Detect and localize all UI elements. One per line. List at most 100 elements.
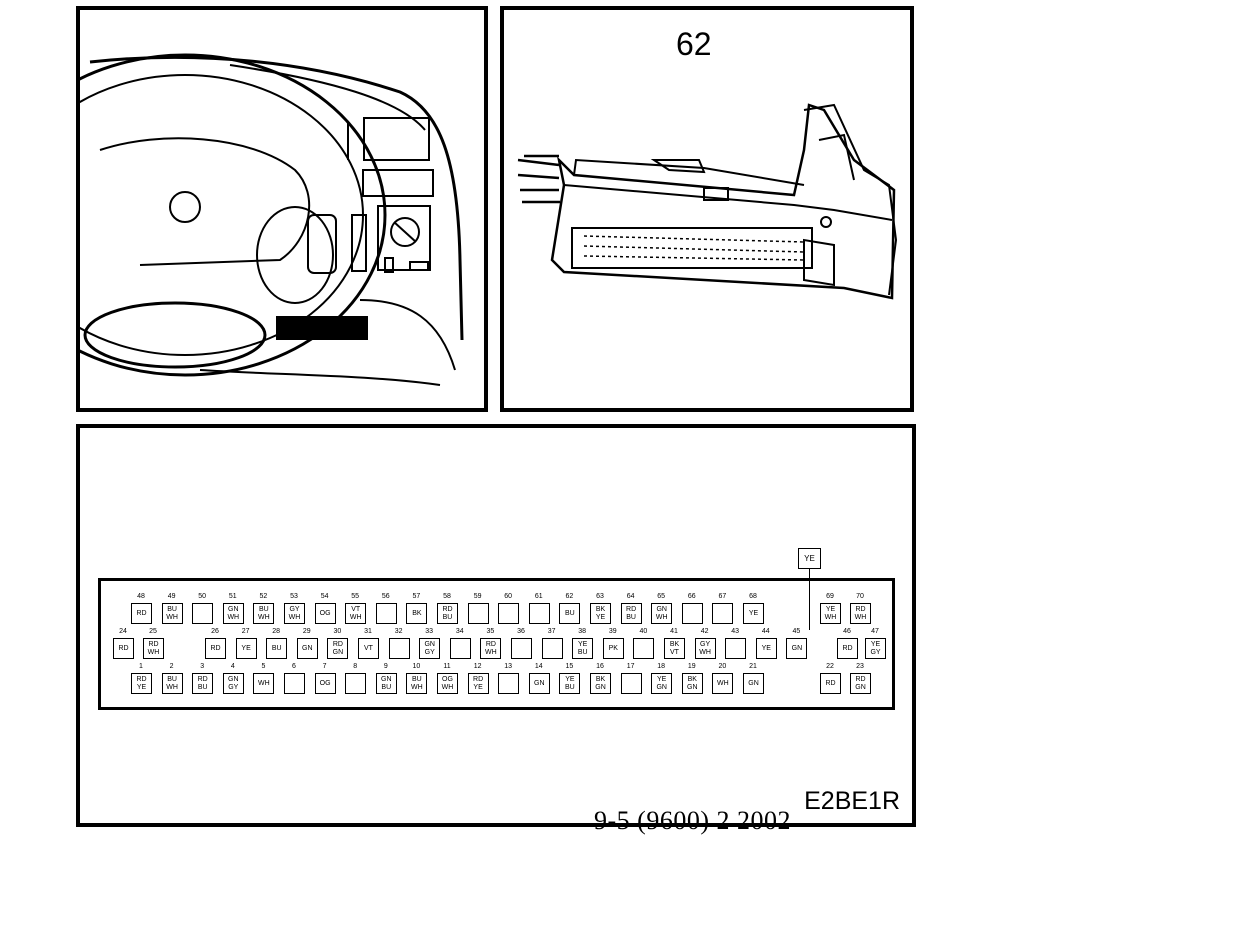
pin-wire-color: GN xyxy=(424,640,435,648)
pin-39: PK xyxy=(602,638,624,659)
highlight-bar xyxy=(276,316,368,340)
pin-number: 67 xyxy=(718,593,727,600)
pin-17 xyxy=(620,673,642,694)
pin-66 xyxy=(681,603,703,624)
pin-number: 60 xyxy=(504,593,513,600)
pin-number: 33 xyxy=(425,628,434,635)
pin-number: 36 xyxy=(517,628,525,635)
pin-number: 43 xyxy=(731,628,740,635)
pin-wire-color: WH xyxy=(288,613,301,621)
pin-wire-color: RD xyxy=(210,644,221,652)
pin-number: 12 xyxy=(473,663,482,670)
pin-number: 7 xyxy=(322,663,327,670)
pin-wire-color: VT xyxy=(670,648,679,656)
pin-26: RD xyxy=(205,638,226,659)
pin-wire-color: WH xyxy=(655,613,668,621)
pin-number: 54 xyxy=(320,593,329,600)
pin-wire-color: RD xyxy=(473,675,484,683)
pin-wire-color: BK xyxy=(687,675,697,683)
pin-number: 6 xyxy=(292,663,296,670)
pin-wire-color: BU xyxy=(626,613,636,621)
callout-leader xyxy=(809,569,810,630)
pin-number: 52 xyxy=(259,593,268,600)
pin-wire-color: RD xyxy=(442,605,453,613)
pin-60 xyxy=(498,603,520,624)
pin-28: BU xyxy=(266,638,288,659)
pin-number: 3 xyxy=(200,663,205,670)
pin-wire-color: PK xyxy=(608,644,618,652)
pin-number: 9 xyxy=(383,663,388,670)
pin-number: 1 xyxy=(139,663,143,670)
pin-32 xyxy=(388,638,410,659)
pin-wire-color: WH xyxy=(258,679,270,687)
pin-31: VT xyxy=(358,638,379,659)
pin-wire-color: BU xyxy=(577,648,588,656)
pin-wire-color: WH xyxy=(411,683,423,691)
pin-wire-color: BU xyxy=(271,644,282,652)
pin-wire-color: BU xyxy=(565,609,575,617)
pin-number: 27 xyxy=(241,628,250,635)
pin-wire-color: GN xyxy=(687,683,698,691)
pin-number: 46 xyxy=(843,628,851,635)
pin-36 xyxy=(511,638,532,659)
pin-56 xyxy=(375,603,397,624)
pin-number: 34 xyxy=(455,628,464,635)
connector-illustration xyxy=(517,103,898,300)
pin-wire-color: GN xyxy=(534,679,545,687)
pin-number: 58 xyxy=(443,593,451,600)
pin-wire-color: BK xyxy=(595,605,606,613)
pin-wire-color: GN xyxy=(748,679,759,687)
pin-number: 59 xyxy=(473,593,482,600)
pin-number: 23 xyxy=(856,663,864,670)
pin-wire-color: YE xyxy=(241,644,251,652)
pin-wire-color: WH xyxy=(824,613,837,621)
pin-wire-color: GN xyxy=(855,683,866,691)
pin-wire-color: WH xyxy=(258,613,270,621)
pin-number: 53 xyxy=(290,593,298,600)
pin-wire-color: YE xyxy=(870,640,881,648)
pin-44: YE xyxy=(755,638,777,659)
pin-number: 63 xyxy=(596,593,604,600)
pin-number: 18 xyxy=(657,663,666,670)
pin-43 xyxy=(725,638,747,659)
pin-48: RD xyxy=(131,603,152,624)
pin-number: 37 xyxy=(547,628,556,635)
pin-46: RD xyxy=(837,638,858,659)
pin-wire-color: RD xyxy=(855,675,866,683)
pin-wire-color: BU xyxy=(197,683,208,691)
pin-61 xyxy=(528,603,550,624)
pin-number: 26 xyxy=(211,628,219,635)
pin-number: 8 xyxy=(353,663,358,670)
pin-37 xyxy=(541,638,563,659)
pin-number: 17 xyxy=(626,663,635,670)
pin-wire-color: RD xyxy=(148,640,159,648)
pin-number: 42 xyxy=(700,628,709,635)
pin-number: 22 xyxy=(826,663,834,670)
pin-57: BK xyxy=(406,603,428,624)
pin-34 xyxy=(449,638,471,659)
pin-wire-color: GY xyxy=(228,683,239,691)
pin-wire-color: BU xyxy=(412,675,422,683)
pin-wire-color: YE xyxy=(565,675,575,683)
pin-number: 57 xyxy=(412,593,421,600)
pin-wire-color: BU xyxy=(442,613,453,621)
pin-number: 35 xyxy=(486,628,495,635)
pin-wire-color: YE xyxy=(748,609,759,617)
diagram-code: E2BE1R xyxy=(804,787,900,815)
pin-number: 50 xyxy=(198,593,207,600)
pin-20: WH xyxy=(712,673,734,694)
connector-view-panel: 62 xyxy=(500,6,914,412)
connector-number: 62 xyxy=(676,26,712,62)
